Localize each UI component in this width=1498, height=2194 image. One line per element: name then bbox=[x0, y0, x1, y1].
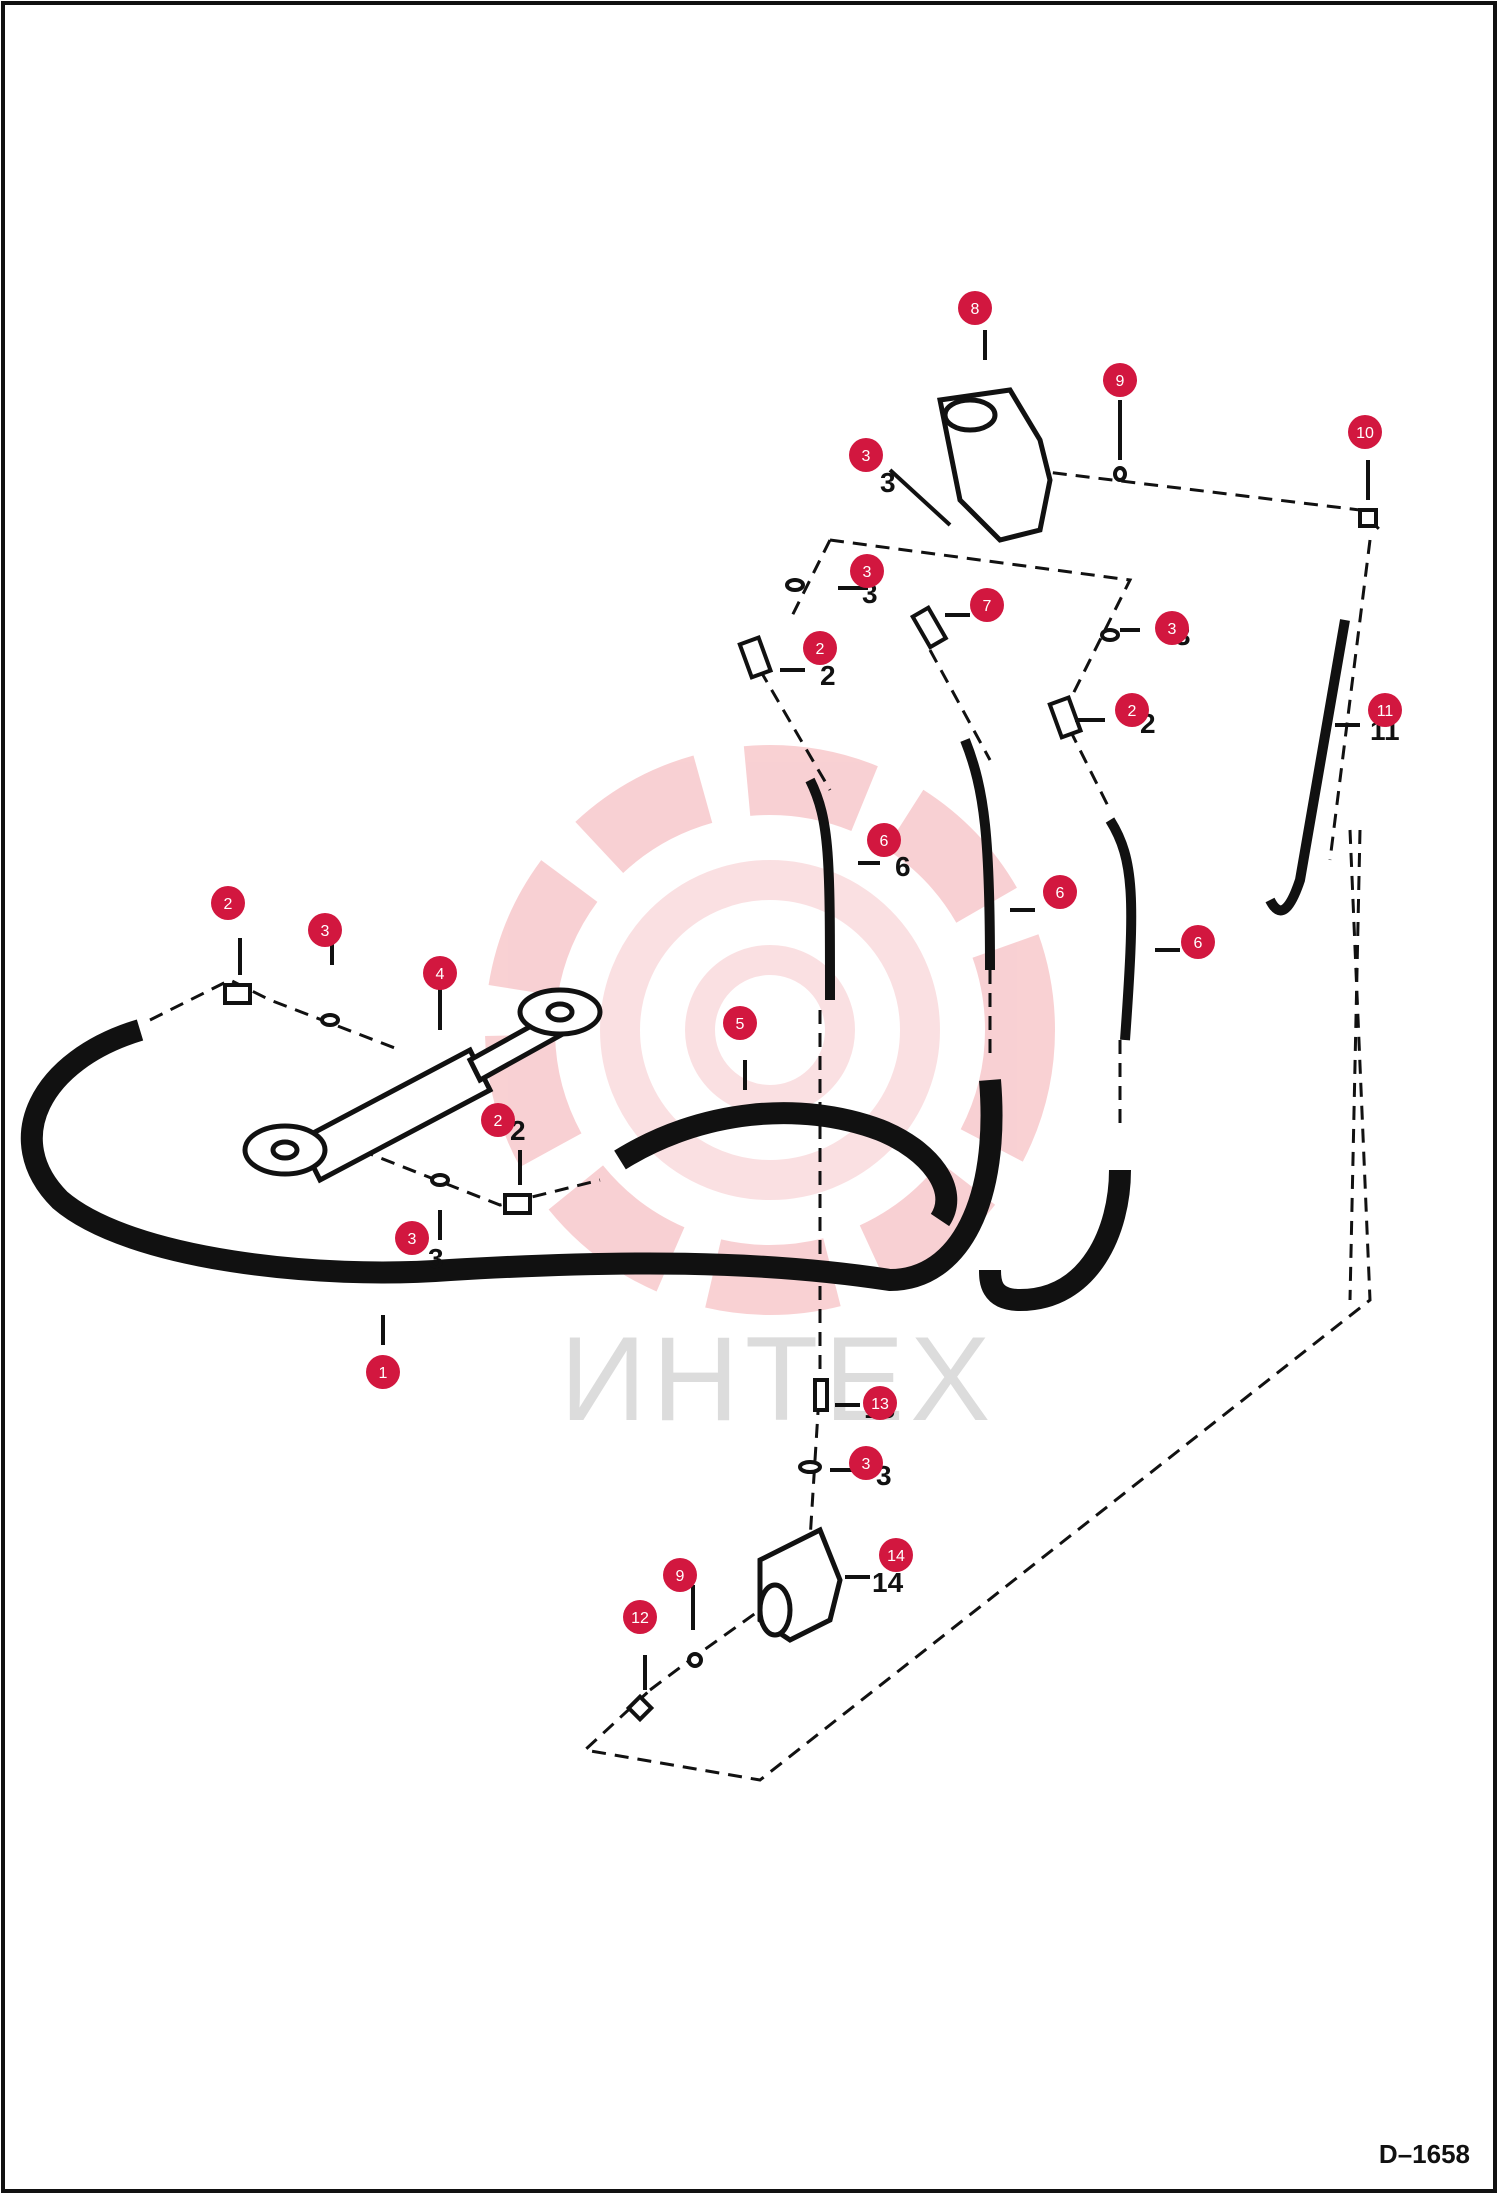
callout-badge bbox=[366, 1355, 400, 1389]
callout-badge bbox=[867, 823, 901, 857]
callout-badge bbox=[623, 1600, 657, 1634]
part-callout: 2 bbox=[211, 886, 245, 920]
callout-number: 3 bbox=[862, 1456, 871, 1473]
callout-badge bbox=[879, 1538, 913, 1572]
watermark-gear-logo bbox=[485, 745, 1055, 1315]
steel-tubes bbox=[805, 619, 1350, 1041]
callout-number: 1 bbox=[379, 1365, 388, 1382]
callout-number: 6 bbox=[880, 833, 889, 850]
callout-badge bbox=[958, 291, 992, 325]
callout-number: 9 bbox=[1116, 373, 1125, 390]
callout-number: 3 bbox=[321, 923, 330, 940]
leader-lines bbox=[238, 330, 1370, 1690]
callout-badge bbox=[1368, 693, 1402, 727]
part-callout: 11 bbox=[1368, 693, 1402, 727]
callout-number: 10 bbox=[1356, 425, 1374, 442]
callout-badge bbox=[1181, 925, 1215, 959]
part-number: 3 bbox=[428, 1243, 444, 1274]
part-callout: 8 bbox=[958, 291, 992, 325]
callout-number: 2 bbox=[816, 641, 825, 658]
callout-badge bbox=[1103, 363, 1137, 397]
hoses bbox=[20, 1019, 1131, 1312]
callout-badge bbox=[481, 1103, 515, 1137]
part-callout: 2 bbox=[1115, 693, 1149, 727]
relief-valve bbox=[757, 1526, 843, 1643]
callout-number: 3 bbox=[862, 448, 871, 465]
part-callout: 3 bbox=[849, 1446, 883, 1480]
callout-number: 12 bbox=[631, 1610, 649, 1627]
callout-badge bbox=[308, 913, 342, 947]
part-callout: 5 bbox=[723, 1006, 757, 1040]
part-callout: 4 bbox=[423, 956, 457, 990]
part-callout: 9 bbox=[1103, 363, 1137, 397]
callout-number: 14 bbox=[887, 1548, 905, 1565]
callout-badge bbox=[1043, 875, 1077, 909]
part-callout: 3 bbox=[308, 913, 342, 947]
part-callout: 3 bbox=[1155, 611, 1189, 645]
part-callout: 3 bbox=[395, 1221, 429, 1255]
hydraulic-cylinder bbox=[242, 987, 603, 1184]
callout-number: 3 bbox=[1168, 621, 1177, 638]
part-number: 3 bbox=[880, 467, 896, 498]
part-callout: 2 bbox=[481, 1103, 515, 1137]
part-callout: 13 bbox=[863, 1386, 897, 1420]
callout-badge bbox=[803, 631, 837, 665]
callout-number: 2 bbox=[494, 1113, 503, 1130]
part-callout: 12 bbox=[623, 1600, 657, 1634]
callout-badge bbox=[850, 554, 884, 588]
callout-badge bbox=[849, 1446, 883, 1480]
part-callout: 6 bbox=[867, 823, 901, 857]
part-number: 6 bbox=[895, 851, 911, 882]
callout-number: 11 bbox=[1377, 703, 1394, 720]
callout-badge bbox=[423, 956, 457, 990]
watermark-text: ИНТЕХ bbox=[560, 1312, 996, 1446]
callout-number: 5 bbox=[736, 1016, 745, 1033]
part-callout: 14 bbox=[879, 1538, 913, 1572]
part-callout: 9 bbox=[663, 1558, 697, 1592]
callout-badge bbox=[663, 1558, 697, 1592]
callout-number: 7 bbox=[983, 598, 992, 615]
part-callout: 6 bbox=[1181, 925, 1215, 959]
part-callout: 6 bbox=[1043, 875, 1077, 909]
part-callout: 2 bbox=[803, 631, 837, 665]
callout-badge bbox=[395, 1221, 429, 1255]
callout-number: 3 bbox=[863, 564, 872, 581]
callout-number: 6 bbox=[1056, 885, 1065, 902]
callout-number: 3 bbox=[408, 1231, 417, 1248]
callout-number: 13 bbox=[871, 1396, 889, 1413]
callout-number: 8 bbox=[971, 301, 980, 318]
callout-badge bbox=[1348, 415, 1382, 449]
callout-badge bbox=[723, 1006, 757, 1040]
callout-badge bbox=[849, 438, 883, 472]
callout-number: 2 bbox=[1128, 703, 1137, 720]
part-callout: 10 bbox=[1348, 415, 1382, 449]
callout-badge bbox=[211, 886, 245, 920]
callout-badge bbox=[1115, 693, 1149, 727]
callout-number: 4 bbox=[436, 966, 445, 983]
part-callout: 3 bbox=[849, 438, 883, 472]
part-callout: 3 bbox=[850, 554, 884, 588]
drawing-id: D–1658 bbox=[1378, 2139, 1470, 2169]
callout-badge bbox=[970, 588, 1004, 622]
part-callout: 7 bbox=[970, 588, 1004, 622]
fittings bbox=[223, 466, 1378, 1723]
part-callout: 1 bbox=[366, 1355, 400, 1389]
part-number: 2 bbox=[820, 660, 836, 691]
callout-number: 6 bbox=[1194, 935, 1203, 952]
callout-number: 9 bbox=[676, 1568, 685, 1585]
callout-badge bbox=[863, 1386, 897, 1420]
steering-valve bbox=[937, 387, 1053, 543]
callout-badge bbox=[1155, 611, 1189, 645]
callout-number: 2 bbox=[224, 896, 233, 913]
part-number: 14 bbox=[872, 1567, 904, 1598]
